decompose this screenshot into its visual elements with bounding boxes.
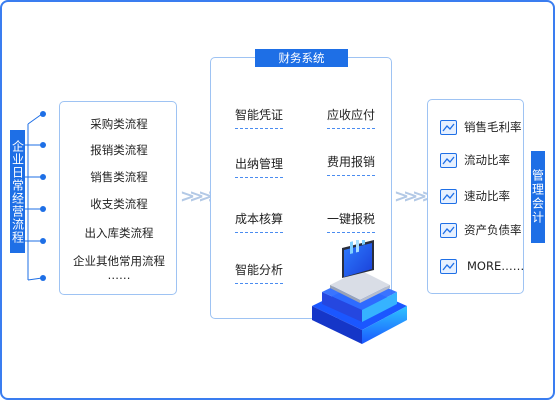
module-label: 费用报销 [327,155,376,169]
module-smart-voucher: 智能凭证 [235,106,284,129]
chart-image-icon [440,258,457,274]
module-one-click-tax: 一键报税 [327,210,376,233]
process-item-inventory: 出入库类流程 [84,226,154,240]
module-label: 一键报税 [327,212,376,226]
metric-label: MORE…… [467,259,525,273]
chart-image-icon [440,222,457,238]
connector-dot [40,174,46,180]
left-vertical-label: 企业日常经营流程 [10,130,25,253]
chart-image-icon [440,152,457,168]
module-cashier: 出纳管理 [235,155,284,178]
metric-label: 资产负债率 [464,223,522,237]
metric-more: MORE…… [440,258,524,274]
connector-dot [40,206,46,212]
chart-image-icon [440,119,457,135]
right-vertical-label: 管理会计 [531,151,545,243]
metric-label: 速动比率 [464,189,510,203]
metric-current-ratio: 流动比率 [440,152,510,168]
laptop-server-illustration [312,240,407,344]
process-item-payments: 收支类流程 [90,197,148,211]
process-item-sales: 销售类流程 [90,170,148,184]
business-process-panel: 采购类流程 报销类流程 销售类流程 收支类流程 出入库类流程 企业其他常用流程 … [59,101,177,295]
process-item-more: …… [107,268,131,282]
metric-debt-ratio: 资产负债率 [440,222,522,238]
module-receivable-payable: 应收应付 [327,106,376,129]
metric-label: 流动比率 [464,153,510,167]
module-expense-reimbursement: 费用报销 [327,153,376,176]
metric-quick-ratio: 速动比率 [440,188,510,204]
module-label: 应收应付 [327,108,376,122]
process-item-expense: 报销类流程 [90,143,148,157]
module-label: 成本核算 [235,212,284,226]
connector-dot [40,238,46,244]
module-label: 出纳管理 [235,157,284,171]
module-label: 智能凭证 [235,108,284,122]
finance-system-title: 财务系统 [255,49,348,67]
connector-dot [40,142,46,148]
connector-dot [40,275,46,281]
module-cost-accounting: 成本核算 [235,210,284,233]
metric-label: 销售毛利率 [464,120,522,134]
module-smart-analysis: 智能分析 [235,261,284,284]
chart-image-icon [440,188,457,204]
process-item-purchase: 采购类流程 [90,117,148,131]
connector-dot [40,111,46,117]
process-item-other: 企业其他常用流程 [73,254,165,268]
left-connector-lines [25,113,43,281]
metric-gross-margin: 销售毛利率 [440,119,522,135]
module-label: 智能分析 [235,263,284,277]
